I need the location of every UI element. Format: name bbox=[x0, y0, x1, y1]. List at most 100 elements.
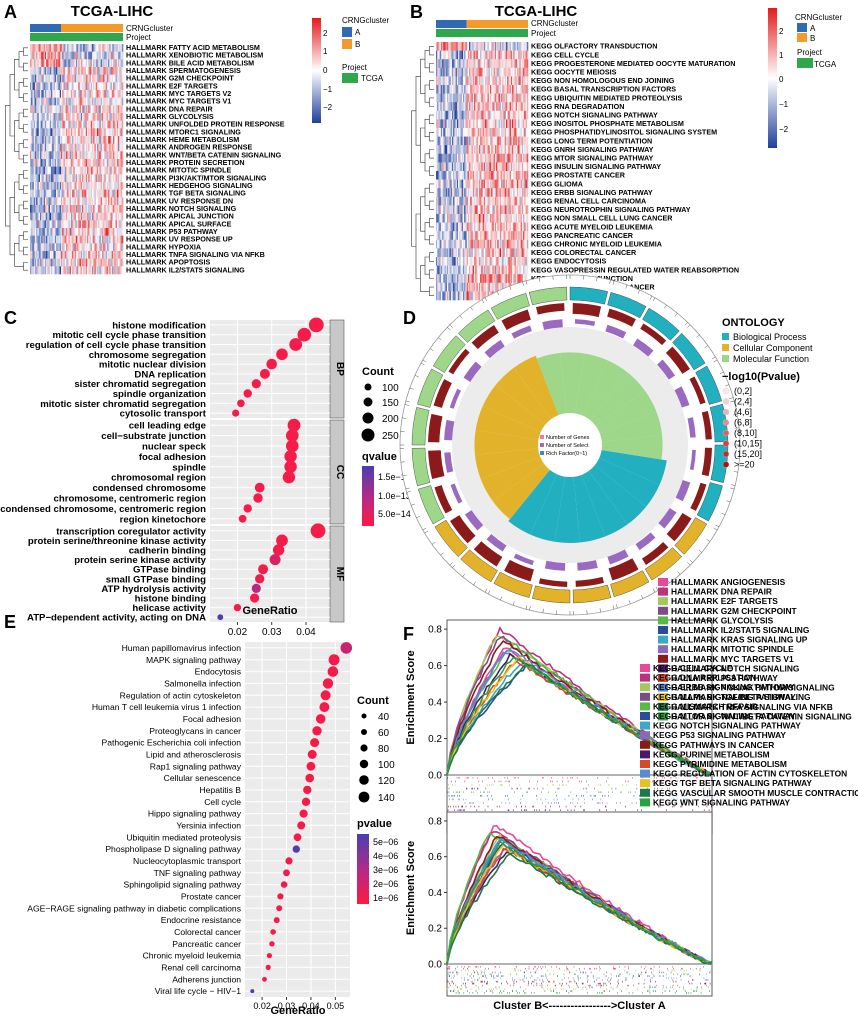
heatmap-cell bbox=[106, 197, 109, 206]
heatmap-cell bbox=[513, 239, 515, 249]
heatmap-cell bbox=[504, 136, 507, 146]
heatmap-cell bbox=[63, 205, 66, 213]
heatmap-cell bbox=[498, 188, 501, 198]
heatmap-cell bbox=[501, 214, 503, 223]
heatmap-cell bbox=[465, 42, 467, 51]
heatmap-cell bbox=[514, 205, 517, 215]
heatmap-cell bbox=[487, 102, 490, 112]
heatmap-cell bbox=[486, 162, 488, 172]
heatmap-cell bbox=[437, 145, 439, 155]
heatmap-cell bbox=[525, 153, 528, 163]
scale-tick: 1 bbox=[323, 47, 328, 56]
heatmap-cell bbox=[465, 162, 467, 172]
heatmap-cell bbox=[458, 162, 460, 172]
heatmap-cell bbox=[507, 265, 509, 275]
heatmap-cell bbox=[48, 67, 51, 75]
heatmap-cell bbox=[498, 248, 501, 258]
heatmap-cell bbox=[64, 82, 67, 91]
heatmap-cell bbox=[485, 222, 487, 232]
heatmap-cell bbox=[31, 266, 33, 275]
heatmap-cell bbox=[453, 102, 455, 112]
heatmap-cell bbox=[42, 228, 44, 236]
heatmap-cell bbox=[72, 90, 74, 98]
facet-strip bbox=[329, 419, 345, 525]
heatmap-cell bbox=[466, 76, 469, 86]
heatmap-cell bbox=[469, 85, 471, 94]
heatmap-cell bbox=[483, 171, 486, 180]
heatmap-cell bbox=[523, 42, 525, 51]
heatmap-cell bbox=[100, 189, 103, 198]
heatmap-cell bbox=[101, 182, 104, 190]
heatmap-cell bbox=[455, 214, 458, 223]
heatmap-cell bbox=[525, 67, 528, 77]
heatmap-cell bbox=[108, 113, 110, 121]
heatmap-cell bbox=[94, 197, 97, 206]
heatmap-cell bbox=[482, 136, 485, 146]
ring-tick bbox=[440, 552, 444, 556]
heatmap-cell bbox=[37, 105, 39, 114]
heatmap-cell bbox=[515, 231, 518, 241]
heatmap-cell bbox=[62, 197, 64, 206]
heatmap-cell bbox=[510, 59, 513, 69]
heatmap-cell bbox=[513, 153, 515, 163]
heatmap-cell bbox=[466, 102, 469, 112]
heatmap-cell bbox=[47, 136, 49, 144]
heatmap-cell bbox=[521, 93, 524, 103]
heatmap-cell bbox=[478, 265, 481, 275]
heatmap-cell bbox=[52, 189, 54, 198]
heatmap-cell bbox=[515, 196, 518, 206]
heatmap-cell bbox=[437, 128, 439, 137]
heatmap-cell bbox=[74, 220, 77, 229]
heatmap-cell bbox=[443, 239, 445, 249]
heatmap-cell bbox=[460, 128, 463, 137]
heatmap-cell bbox=[461, 153, 464, 163]
heatmap-cell bbox=[516, 171, 519, 180]
heatmap-cell bbox=[523, 265, 525, 275]
heatmap-cell bbox=[475, 85, 477, 94]
heatmap-cell bbox=[516, 136, 519, 146]
heatmap-cell bbox=[43, 105, 46, 114]
go-dot bbox=[253, 493, 263, 503]
go-dot bbox=[233, 603, 242, 612]
heatmap-cell bbox=[449, 222, 452, 232]
heatmap-cell bbox=[111, 120, 114, 129]
heatmap-cell bbox=[111, 44, 114, 52]
heatmap-cell bbox=[509, 153, 512, 163]
heatmap-cell bbox=[510, 248, 513, 258]
heatmap-cell bbox=[439, 231, 442, 241]
heatmap-cell bbox=[448, 179, 450, 189]
heatmap-cell bbox=[525, 76, 528, 86]
heatmap-cell bbox=[118, 174, 120, 183]
heatmap-cell bbox=[79, 97, 82, 106]
heatmap-cell bbox=[448, 196, 450, 206]
ring-tick bbox=[649, 295, 653, 300]
heatmap-cell bbox=[46, 197, 48, 206]
heatmap-cell bbox=[77, 44, 79, 52]
heatmap-cell bbox=[74, 44, 77, 52]
heatmap-cell bbox=[474, 110, 476, 120]
heatmap-cell bbox=[447, 76, 449, 86]
heatmap-cell bbox=[43, 143, 46, 152]
heatmap-cell bbox=[514, 50, 517, 60]
dendrogram-branch bbox=[424, 256, 430, 275]
heatmap-cell bbox=[447, 50, 449, 60]
heatmap-cell bbox=[79, 258, 82, 267]
heatmap-cell bbox=[68, 44, 70, 52]
heatmap-cell bbox=[58, 113, 61, 121]
heatmap-cell bbox=[103, 51, 105, 60]
heatmap-cell bbox=[118, 220, 120, 229]
heatmap-cell bbox=[74, 243, 77, 252]
heatmap-cell bbox=[526, 188, 529, 198]
heatmap-cell bbox=[443, 188, 445, 198]
heatmap-cell bbox=[451, 231, 454, 241]
heatmap-cell bbox=[116, 205, 119, 213]
heatmap-cell bbox=[489, 248, 492, 258]
heatmap-cell bbox=[44, 44, 47, 52]
heatmap-cell bbox=[519, 85, 521, 94]
ontology-segment bbox=[457, 309, 496, 343]
ring-tick bbox=[447, 327, 451, 331]
heatmap-cell bbox=[111, 97, 114, 106]
heatmap-cell bbox=[460, 85, 463, 94]
heatmap-cell bbox=[438, 162, 440, 172]
heatmap-cell bbox=[469, 205, 471, 215]
